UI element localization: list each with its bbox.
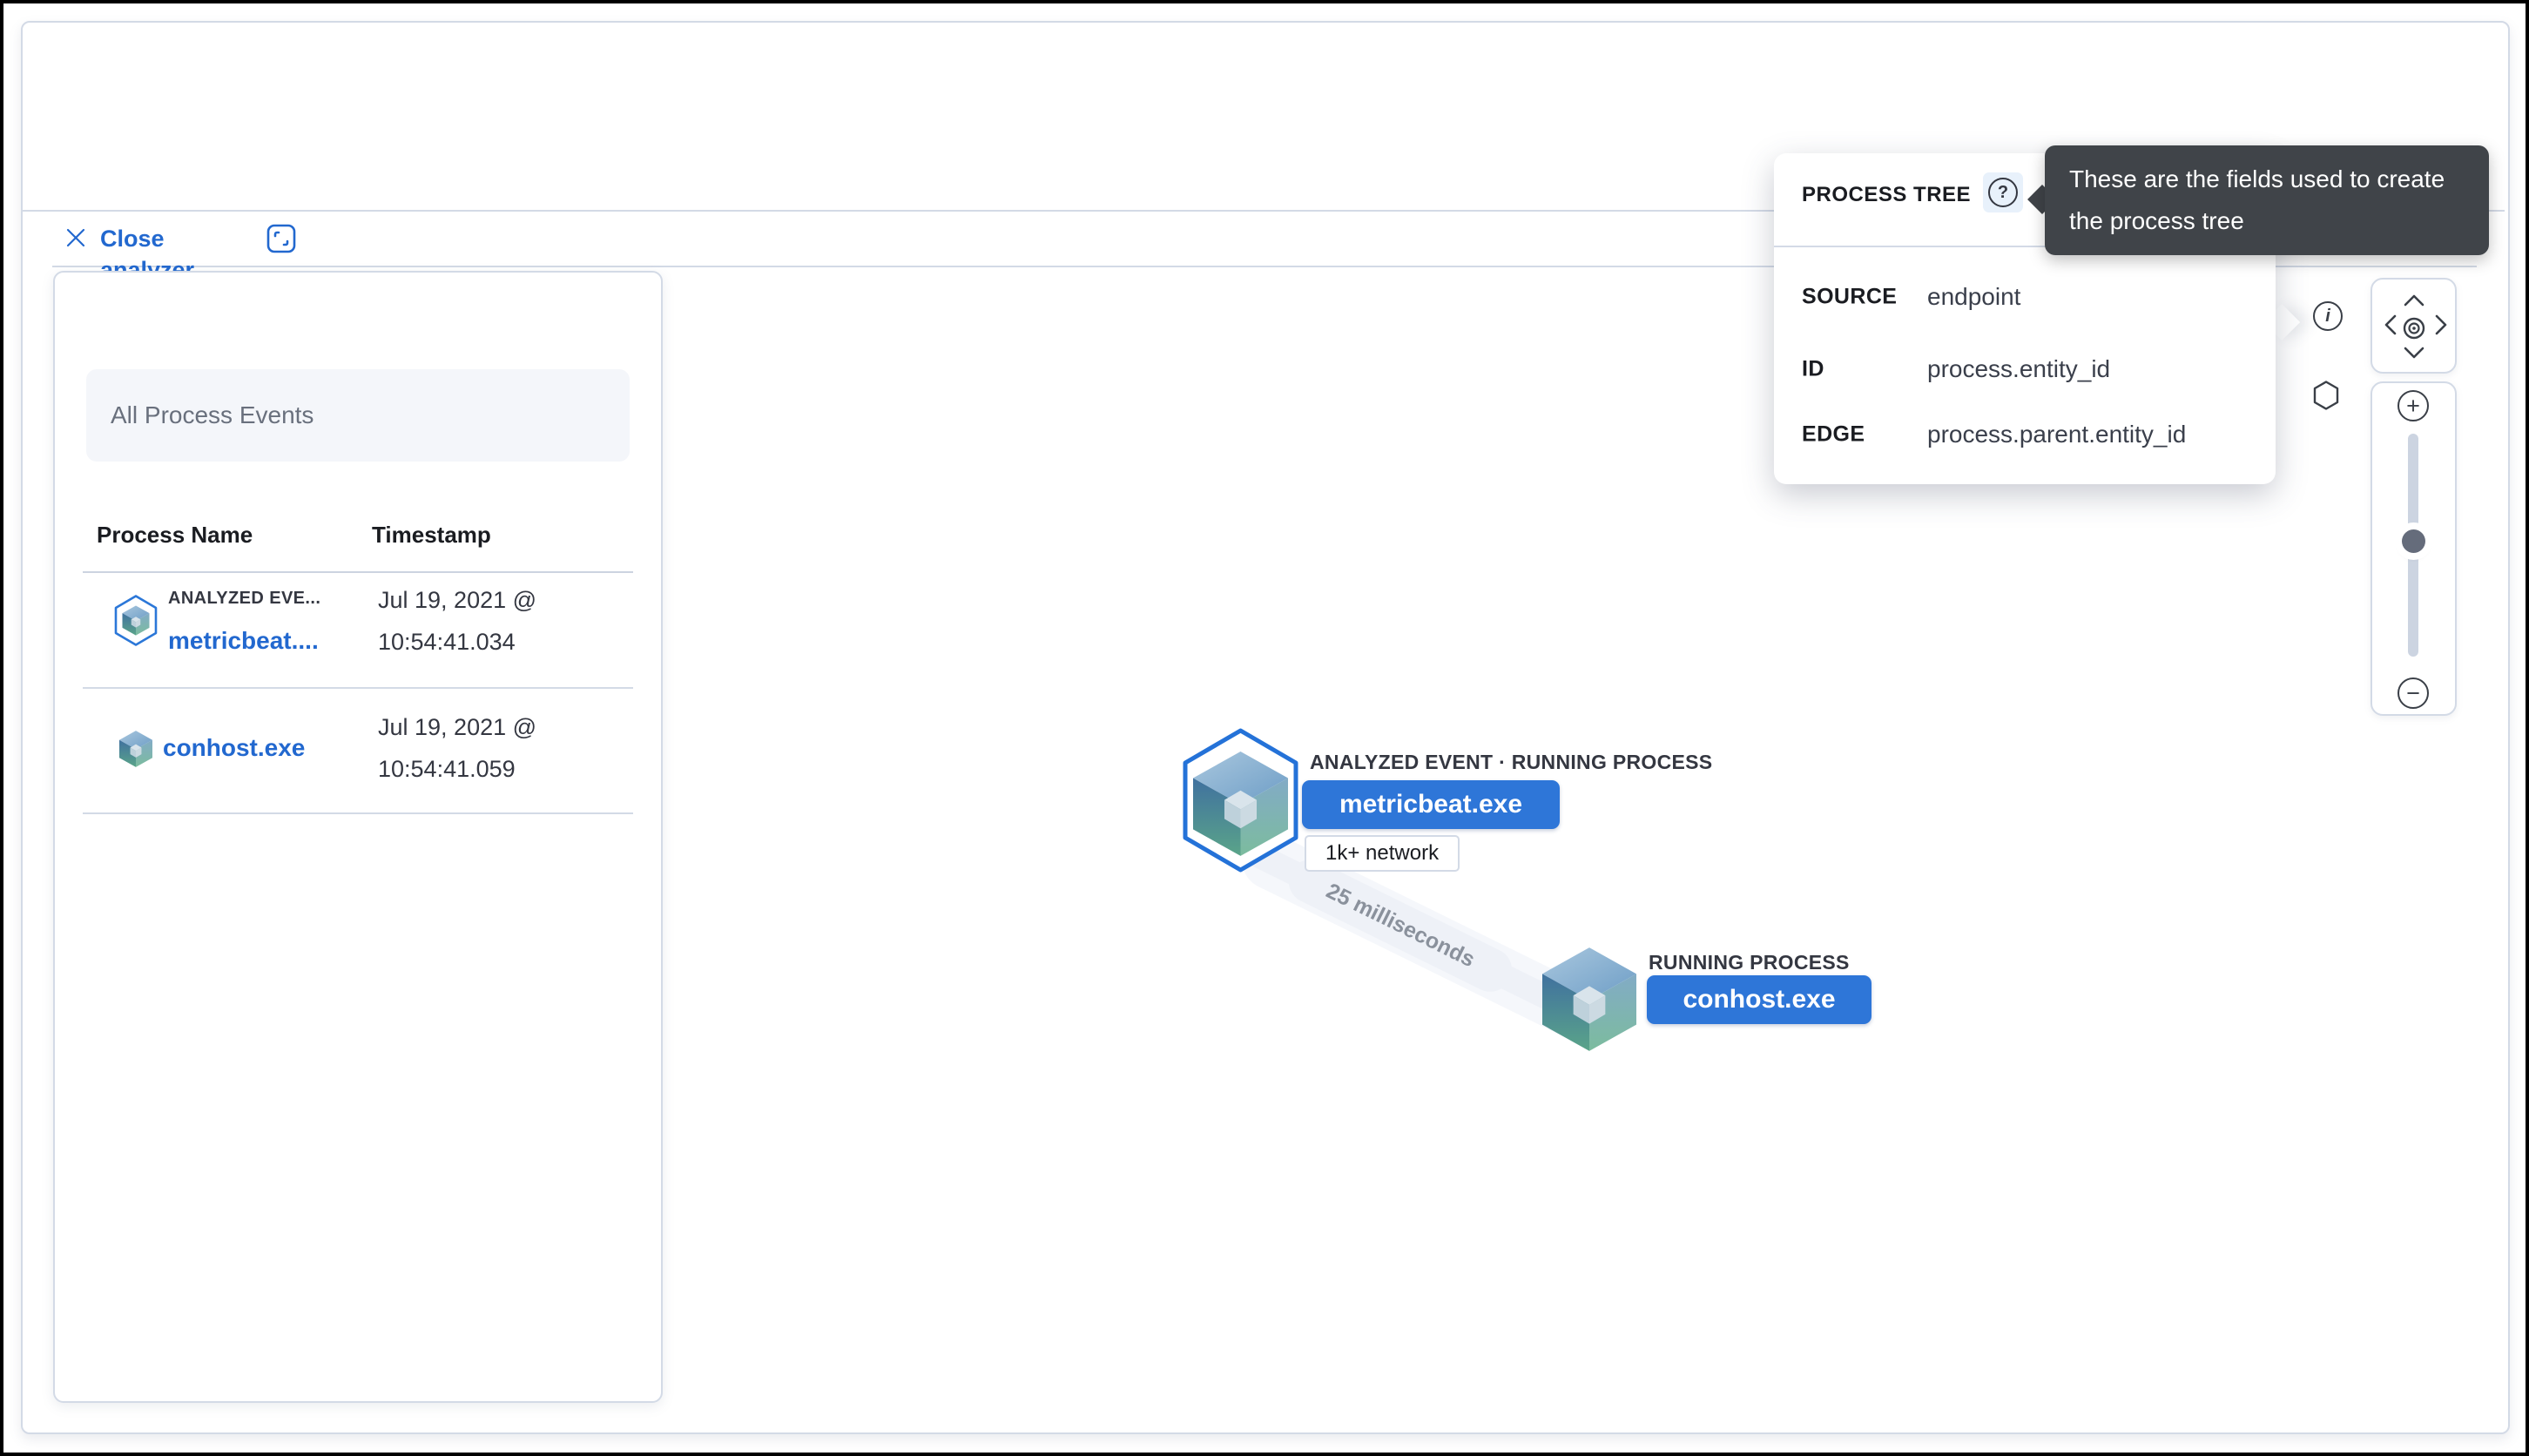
pan-down-icon[interactable] (2403, 346, 2425, 360)
zoom-out-icon[interactable]: − (2397, 677, 2429, 709)
pan-right-icon[interactable] (2434, 313, 2448, 336)
pan-controls (2371, 278, 2457, 374)
row-divider (83, 812, 633, 814)
network-events-pill[interactable]: 1k+ network (1305, 835, 1460, 872)
info-icon[interactable]: i (2313, 301, 2343, 331)
help-icon[interactable]: ? (1983, 172, 2023, 212)
running-process-node-icon[interactable] (1542, 947, 1636, 1051)
conhost-node-button[interactable]: conhost.exe (1647, 975, 1871, 1024)
zoom-controls: + − (2371, 381, 2457, 716)
all-process-events-filter: All Process Events (86, 369, 630, 462)
fullscreen-icon[interactable] (266, 224, 296, 253)
zoom-in-icon[interactable]: + (2397, 390, 2429, 421)
header-separator (52, 266, 2477, 267)
analyzed-node-label: ANALYZED EVENT · RUNNING PROCESS (1310, 751, 1713, 773)
process-tree-tooltip: These are the fields used to create the … (2045, 145, 2489, 255)
process-link-metricbeat[interactable]: metricbeat.... (168, 627, 319, 654)
analyzed-event-badge: ANALYZED EVE... (168, 589, 321, 608)
zoom-slider-thumb[interactable] (2402, 529, 2425, 553)
analyzed-event-node-icon[interactable] (1177, 725, 1304, 875)
row-divider (83, 687, 633, 689)
popover-row-id: ID process.entity_id (1802, 355, 2111, 382)
popover-row-edge: EDGE process.parent.entity_id (1802, 421, 2187, 448)
process-events-panel: All Process Events Process Name Timestam… (53, 271, 663, 1403)
process-cube-icon[interactable] (119, 731, 152, 767)
schema-hexagon-icon[interactable] (2312, 380, 2340, 411)
timestamp-cell: Jul 19, 2021 @ 10:54:41.059 (378, 714, 537, 782)
pan-up-icon[interactable] (2403, 293, 2425, 307)
close-icon[interactable] (64, 226, 87, 249)
column-header-process-name: Process Name (97, 522, 253, 548)
popover-divider (1774, 246, 2276, 247)
analyzed-event-hexagon-cube-icon[interactable] (112, 594, 159, 647)
column-header-timestamp: Timestamp (372, 522, 491, 548)
process-link-conhost[interactable]: conhost.exe (163, 734, 306, 761)
filter-label: All Process Events (111, 401, 314, 428)
top-separator (23, 210, 2505, 212)
child-node-label: RUNNING PROCESS (1649, 951, 1850, 974)
popover-title: PROCESS TREE (1802, 183, 1972, 206)
center-graph-icon[interactable] (2398, 313, 2430, 344)
table-header-divider (83, 571, 633, 573)
popover-row-source: SOURCE endpoint (1802, 283, 2021, 310)
timestamp-cell: Jul 19, 2021 @ 10:54:41.034 (378, 587, 537, 655)
close-analyzer-button[interactable]: Close analyzer (100, 226, 195, 283)
metricbeat-node-button[interactable]: metricbeat.exe (1302, 780, 1560, 829)
pan-left-icon[interactable] (2384, 313, 2397, 336)
